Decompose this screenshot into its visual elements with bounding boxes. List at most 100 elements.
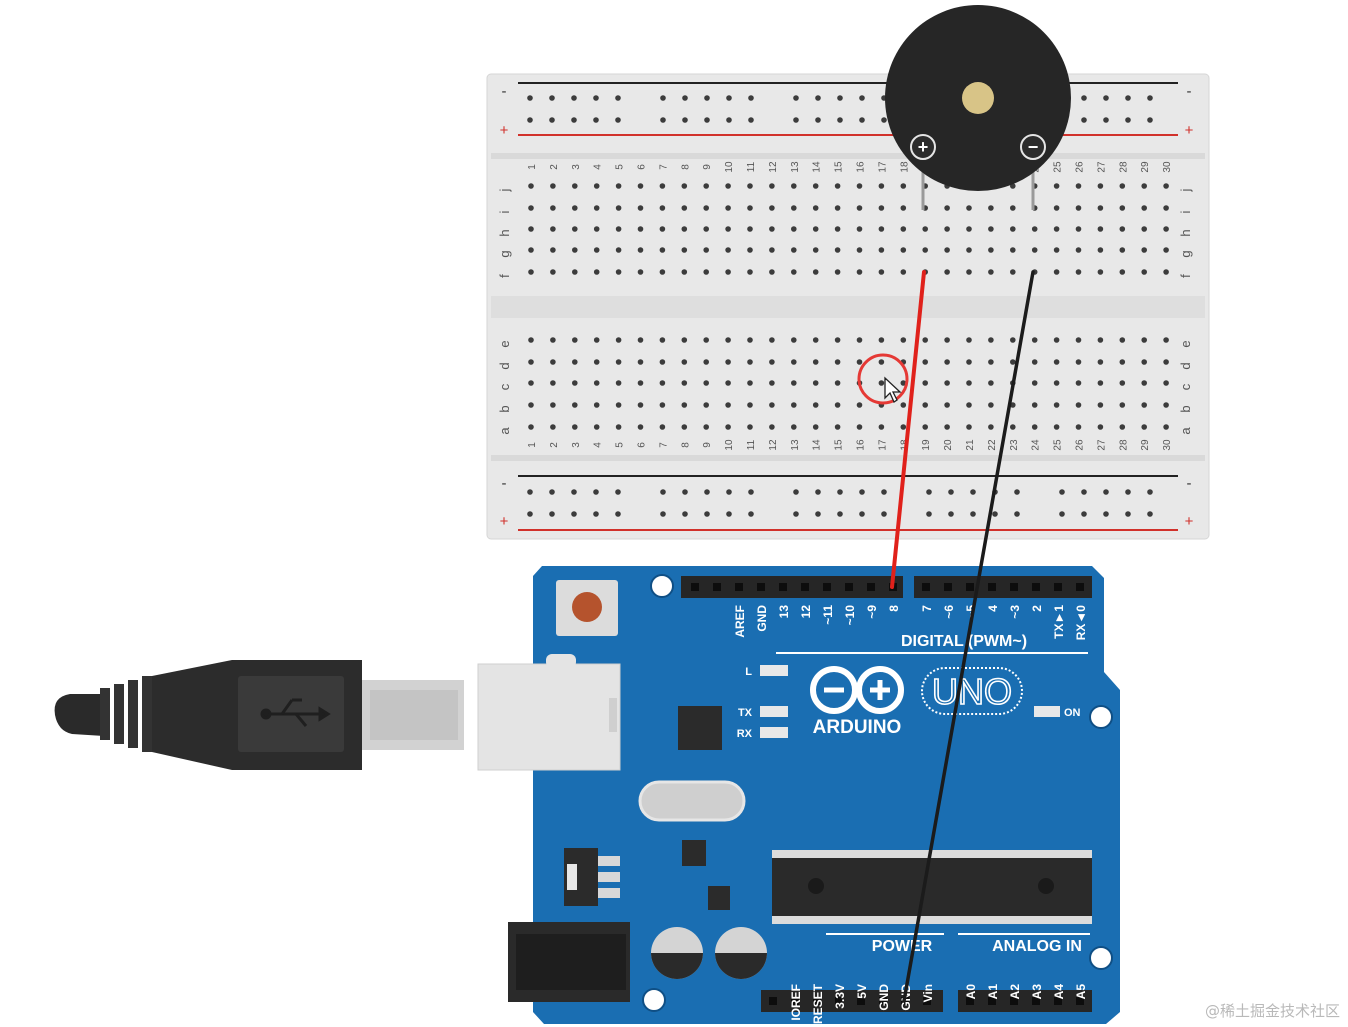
breadboard-hole[interactable] (550, 269, 556, 275)
breadboard-hole[interactable] (747, 205, 753, 211)
rail-hole[interactable] (815, 95, 821, 101)
breadboard-hole[interactable] (812, 424, 819, 430)
breadboard-hole[interactable] (747, 183, 753, 189)
breadboard-hole[interactable] (922, 226, 928, 232)
breadboard-hole[interactable] (1075, 380, 1082, 386)
breadboard-hole[interactable] (1163, 380, 1169, 386)
rail-hole[interactable] (948, 489, 954, 495)
breadboard-hole[interactable] (1031, 226, 1038, 232)
breadboard-hole[interactable] (878, 359, 885, 365)
rail-hole[interactable] (881, 511, 887, 517)
breadboard-hole[interactable] (1031, 337, 1038, 343)
breadboard-hole[interactable] (769, 359, 775, 365)
header-pin[interactable] (735, 583, 743, 591)
breadboard-hole[interactable] (966, 247, 972, 253)
breadboard-hole[interactable] (528, 205, 534, 211)
breadboard-hole[interactable] (1053, 247, 1060, 253)
breadboard-hole[interactable] (572, 359, 578, 365)
breadboard-hole[interactable] (637, 183, 644, 189)
breadboard-hole[interactable] (791, 359, 797, 365)
header-pin[interactable] (1010, 583, 1018, 591)
breadboard-hole[interactable] (900, 205, 907, 211)
breadboard-hole[interactable] (528, 226, 534, 232)
breadboard-hole[interactable] (681, 337, 688, 343)
breadboard-hole[interactable] (856, 337, 863, 343)
breadboard-hole[interactable] (725, 205, 731, 211)
breadboard-hole[interactable] (703, 183, 709, 189)
breadboard-hole[interactable] (659, 247, 666, 253)
breadboard-hole[interactable] (791, 183, 797, 189)
breadboard-hole[interactable] (791, 205, 797, 211)
breadboard-hole[interactable] (572, 380, 578, 386)
breadboard-hole[interactable] (856, 359, 863, 365)
breadboard-hole[interactable] (593, 269, 600, 275)
rail-hole[interactable] (704, 117, 710, 123)
breadboard-hole[interactable] (1010, 424, 1016, 430)
header-pin[interactable] (1054, 583, 1062, 591)
header-pin[interactable] (757, 583, 765, 591)
breadboard-hole[interactable] (725, 424, 731, 430)
header-pin[interactable] (922, 583, 930, 591)
breadboard-hole[interactable] (1031, 247, 1038, 253)
rail-hole[interactable] (726, 95, 732, 101)
breadboard-hole[interactable] (856, 269, 863, 275)
breadboard-hole[interactable] (681, 359, 688, 365)
breadboard-hole[interactable] (812, 337, 819, 343)
rail-hole[interactable] (793, 489, 799, 495)
breadboard-hole[interactable] (593, 205, 600, 211)
rail-hole[interactable] (1014, 489, 1020, 495)
rail-hole[interactable] (1081, 117, 1087, 123)
breadboard-hole[interactable] (1031, 424, 1038, 430)
breadboard-hole[interactable] (966, 269, 972, 275)
rail-hole[interactable] (1014, 511, 1020, 517)
breadboard-hole[interactable] (1031, 359, 1038, 365)
breadboard-hole[interactable] (878, 226, 885, 232)
breadboard-hole[interactable] (988, 380, 994, 386)
rail-hole[interactable] (793, 117, 799, 123)
breadboard-hole[interactable] (615, 226, 622, 232)
breadboard-hole[interactable] (878, 247, 885, 253)
rail-hole[interactable] (660, 511, 666, 517)
rail-hole[interactable] (615, 117, 621, 123)
rail-hole[interactable] (970, 511, 976, 517)
rail-hole[interactable] (593, 117, 599, 123)
breadboard-hole[interactable] (1141, 359, 1147, 365)
breadboard-hole[interactable] (966, 424, 972, 430)
rail-hole[interactable] (660, 117, 666, 123)
breadboard-hole[interactable] (1010, 205, 1016, 211)
breadboard-hole[interactable] (528, 269, 534, 275)
header-pin[interactable] (801, 583, 809, 591)
breadboard-hole[interactable] (659, 359, 666, 365)
breadboard-hole[interactable] (922, 247, 928, 253)
breadboard-hole[interactable] (659, 269, 666, 275)
breadboard-hole[interactable] (747, 247, 753, 253)
breadboard-hole[interactable] (1075, 402, 1082, 408)
header-pin[interactable] (845, 583, 853, 591)
breadboard-hole[interactable] (550, 205, 556, 211)
rail-hole[interactable] (549, 95, 555, 101)
rail-hole[interactable] (859, 489, 865, 495)
rail-hole[interactable] (682, 489, 688, 495)
breadboard-hole[interactable] (747, 269, 753, 275)
breadboard-hole[interactable] (1031, 402, 1038, 408)
breadboard-hole[interactable] (1119, 247, 1126, 253)
rail-hole[interactable] (815, 511, 821, 517)
breadboard-hole[interactable] (1141, 424, 1147, 430)
breadboard-hole[interactable] (966, 359, 972, 365)
rail-hole[interactable] (837, 489, 843, 495)
breadboard-hole[interactable] (900, 424, 907, 430)
breadboard-hole[interactable] (681, 380, 688, 386)
breadboard-hole[interactable] (1097, 269, 1104, 275)
rail-hole[interactable] (859, 511, 865, 517)
rail-hole[interactable] (527, 117, 533, 123)
breadboard-hole[interactable] (1075, 183, 1082, 189)
breadboard-hole[interactable] (922, 359, 928, 365)
breadboard-hole[interactable] (900, 402, 907, 408)
breadboard-hole[interactable] (528, 424, 534, 430)
breadboard-hole[interactable] (1097, 226, 1104, 232)
breadboard-hole[interactable] (528, 359, 534, 365)
breadboard-hole[interactable] (1010, 247, 1016, 253)
breadboard-hole[interactable] (593, 337, 600, 343)
breadboard-hole[interactable] (593, 402, 600, 408)
breadboard-hole[interactable] (1119, 380, 1126, 386)
